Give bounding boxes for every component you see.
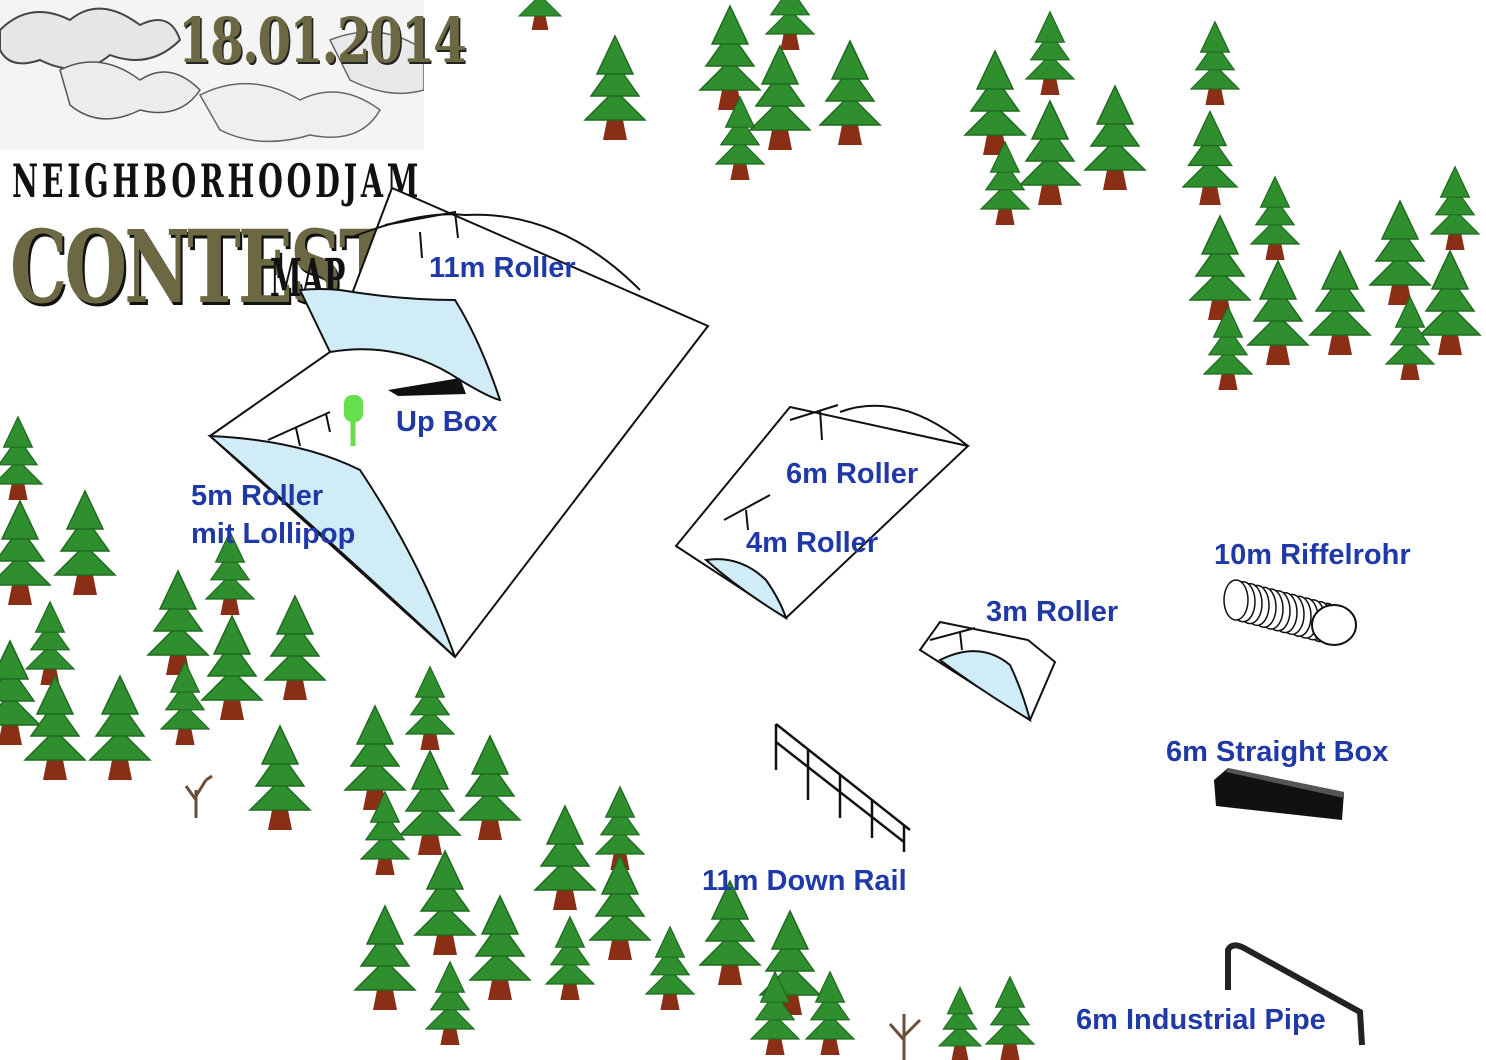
cloud-header-panel	[0, 0, 424, 150]
pine-tree-icon	[1384, 295, 1436, 380]
pine-tree-icon	[764, 0, 816, 50]
label-11m-roller: 11m Roller	[429, 252, 576, 284]
straight-box	[1214, 768, 1344, 820]
pine-tree-icon	[159, 660, 211, 745]
pine-tree-icon	[588, 854, 652, 960]
pine-tree-icon	[146, 569, 210, 675]
label-5m-roller: 5m Roller	[191, 480, 324, 512]
pine-tree-icon	[1368, 199, 1432, 305]
dead-tree-left	[184, 774, 213, 818]
pine-tree-icon	[818, 39, 882, 145]
riffelrohr-tube	[1223, 579, 1357, 646]
pine-tree-icon	[583, 34, 647, 140]
pine-tree-icon	[1246, 259, 1310, 365]
pine-tree-icon	[23, 674, 87, 780]
pine-tree-icon	[263, 594, 327, 700]
pine-tree-icon	[749, 970, 801, 1055]
pine-tree-icon	[544, 915, 596, 1000]
pine-tree-icon	[698, 879, 762, 985]
lollipop-sign	[344, 395, 363, 422]
cloud-sketch	[0, 7, 424, 143]
pine-tree-icon	[468, 894, 532, 1000]
pine-tree-icon	[353, 904, 417, 1010]
pine-tree-icon	[517, 0, 563, 30]
pine-tree-icon	[413, 849, 477, 955]
pine-tree-icon	[1188, 214, 1252, 320]
pine-tree-icon	[1249, 175, 1301, 260]
pine-tree-icon	[1189, 20, 1241, 105]
label-up-box: Up Box	[396, 406, 498, 438]
pine-tree-icon	[1018, 99, 1082, 205]
pine-tree-icon	[979, 140, 1031, 225]
pine-tree-icon	[698, 4, 762, 110]
industrial-pipe	[1225, 942, 1365, 1046]
pine-tree-icon	[1308, 249, 1372, 355]
label-6m-industrial-pipe: 6m Industrial Pipe	[1076, 1004, 1326, 1036]
label-11m-down-rail: 11m Down Rail	[702, 865, 907, 897]
event-date: 18.01.2014	[178, 4, 467, 77]
pine-tree-icon	[1024, 10, 1076, 95]
pine-tree-icon	[937, 985, 983, 1060]
pine-tree-icon	[533, 804, 597, 910]
pine-tree-icon	[248, 724, 312, 830]
event-title: NEIGHBORHOODJAM	[12, 154, 422, 208]
pine-tree-icon	[963, 49, 1027, 155]
label-10m-riffelrohr: 10m Riffelrohr	[1214, 539, 1411, 571]
pine-tree-icon	[204, 530, 256, 615]
pine-tree-icon	[1429, 165, 1481, 250]
pine-tree-icon	[53, 489, 117, 595]
label-5m-roller-lollipop: mit Lollipop	[191, 518, 356, 550]
roller-3m-block	[918, 620, 1057, 723]
roller-6m-4m-block	[674, 404, 971, 621]
pine-tree-icon	[1418, 249, 1482, 355]
label-3m-roller: 3m Roller	[986, 596, 1119, 628]
pine-tree-icon	[984, 975, 1036, 1060]
pine-tree-icon	[714, 95, 766, 180]
pine-tree-icon	[748, 44, 812, 150]
pine-tree-icon	[0, 499, 52, 605]
pine-tree-icon	[644, 925, 696, 1010]
pine-tree-icon	[804, 970, 856, 1055]
label-4m-roller: 4m Roller	[746, 527, 879, 559]
pine-tree-icon	[0, 639, 42, 745]
pine-tree-icon	[1083, 84, 1147, 190]
pine-tree-icon	[1202, 305, 1254, 390]
pine-tree-icon	[88, 674, 152, 780]
label-6m-straight-box: 6m Straight Box	[1166, 736, 1389, 768]
pine-tree-icon	[458, 734, 522, 840]
pine-tree-icon	[1181, 109, 1239, 205]
pine-tree-icon	[424, 960, 476, 1045]
main-kicker-block	[207, 186, 710, 659]
label-6m-roller: 6m Roller	[786, 458, 919, 490]
pine-tree-icon	[24, 600, 76, 685]
down-rail	[774, 723, 911, 852]
pine-tree-icon	[359, 790, 411, 875]
pine-tree-icon	[200, 614, 264, 720]
pine-tree-icon	[0, 415, 44, 500]
pine-tree-icon	[404, 665, 456, 750]
dead-tree-bottom	[888, 1014, 922, 1060]
pine-tree-icon	[398, 749, 462, 855]
pine-tree-icon	[343, 704, 407, 810]
